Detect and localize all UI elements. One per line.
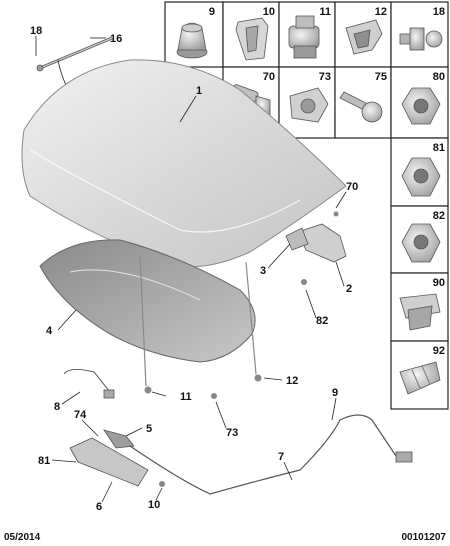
callout-12: 12	[286, 375, 298, 387]
callout-10: 10	[148, 499, 160, 511]
callout-9: 9	[332, 387, 338, 399]
callout-6: 6	[96, 501, 102, 513]
callout-73: 73	[226, 427, 238, 439]
bracket-clip-icon	[399, 293, 441, 331]
footer-ref-code: 00101207	[402, 532, 447, 543]
grid-label-10: 10	[263, 6, 275, 18]
flange-nut-82-icon	[401, 223, 441, 263]
callout-3: 3	[260, 265, 266, 277]
flange-nut-81-icon	[401, 157, 441, 197]
flange-nut-80-icon	[401, 87, 441, 125]
leader-lines	[35, 36, 347, 503]
callout-5: 5	[146, 423, 152, 435]
spring-clip-icon	[235, 17, 269, 61]
grid-label-80: 80	[433, 71, 445, 83]
grid-label-12: 12	[375, 6, 387, 18]
cable-clip-icon	[399, 361, 441, 395]
grid-label-81: 81	[433, 142, 445, 154]
callout-16: 16	[110, 33, 122, 45]
clip-nut-icon	[289, 87, 329, 123]
callout-11: 11	[180, 391, 192, 403]
grid-label-11: 11	[319, 6, 331, 18]
grid-cell-75	[334, 66, 392, 139]
bumper-12	[254, 374, 262, 382]
callout-81: 81	[38, 455, 50, 467]
callout-8: 8	[54, 401, 60, 413]
hood-panel	[21, 59, 347, 268]
callout-74: 74	[74, 409, 87, 421]
screw-icon	[339, 91, 383, 123]
grid-label-82: 82	[433, 210, 445, 222]
callout-1: 1	[196, 85, 202, 97]
fastener-73	[211, 393, 217, 399]
grid-label-75: 75	[375, 71, 387, 83]
ball-stud-icon	[399, 27, 443, 51]
footer-date-code: 05/2014	[4, 532, 41, 543]
retaining-clip-icon	[288, 15, 320, 59]
bumper-11	[144, 386, 152, 394]
push-rivet-icon	[345, 19, 383, 55]
grid-label-70: 70	[263, 71, 275, 83]
grid-label-73: 73	[319, 71, 331, 83]
callout-70: 70	[346, 181, 358, 193]
grid-label-18: 18	[433, 6, 445, 18]
callout-82: 82	[316, 315, 328, 327]
hood-hinge	[285, 211, 347, 285]
callout-2: 2	[346, 283, 352, 295]
rubber-buffer-icon	[176, 22, 208, 59]
grid-label-92: 92	[433, 345, 445, 357]
callout-7: 7	[278, 451, 284, 463]
callout-18: 18	[30, 25, 42, 37]
grid-label-90: 90	[433, 277, 445, 289]
release-mechanism	[63, 368, 413, 495]
grid-label-9: 9	[209, 6, 215, 18]
callout-4: 4	[46, 325, 53, 337]
